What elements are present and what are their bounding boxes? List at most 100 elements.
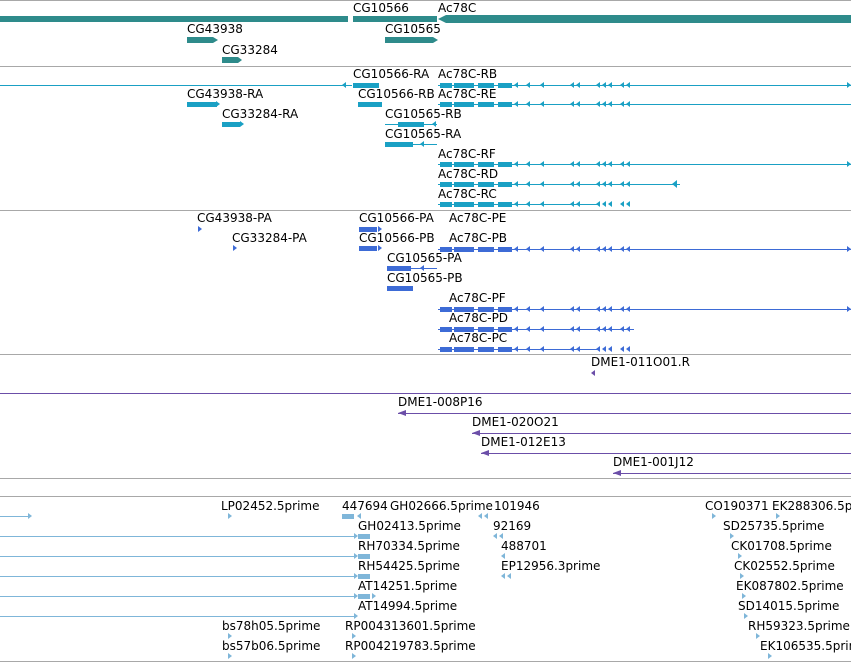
est-label[interactable]: 92169: [493, 519, 532, 533]
transcript-label[interactable]: Ac78C-RF: [438, 147, 496, 161]
est-label[interactable]: EP12956.3prime: [501, 559, 601, 573]
arrow-right-glyph: [847, 246, 851, 252]
protein-label[interactable]: Ac78C-PD: [449, 311, 509, 325]
arrow-left-glyph: [576, 161, 580, 167]
arrow-left-glyph: [432, 121, 436, 127]
est-label[interactable]: RH59323.5prime: [748, 619, 850, 633]
est-label[interactable]: AT14994.5prime: [358, 599, 458, 613]
est-label[interactable]: AT14251.5prime: [358, 579, 458, 593]
est-label[interactable]: EK106535.5prime: [760, 639, 851, 653]
transcript-label[interactable]: CG10566-RA: [353, 67, 430, 81]
est-label[interactable]: SD25735.5prime: [723, 519, 825, 533]
est-label[interactable]: RH70334.5prime: [358, 539, 460, 553]
exon-block: [478, 327, 494, 332]
gene-label[interactable]: CG10565: [385, 22, 441, 36]
est-label[interactable]: EK288306.5p: [772, 499, 851, 513]
est-label[interactable]: GH02413.5prime: [358, 519, 461, 533]
bac-clone-label[interactable]: DME1-012E13: [481, 435, 566, 449]
protein-label[interactable]: CG10566-PB: [359, 231, 435, 245]
arrow-left-glyph: [514, 201, 518, 207]
transcript-label[interactable]: Ac78C-RE: [438, 87, 497, 101]
gene-label[interactable]: Ac78C: [438, 1, 477, 15]
transcript-label[interactable]: CG10565-RB: [385, 107, 462, 121]
bac-clone-end: [613, 470, 621, 476]
est-label[interactable]: LP02452.5prime: [221, 499, 320, 513]
protein-label[interactable]: CG10565-PB: [387, 271, 463, 285]
est-label[interactable]: EK087802.5prime: [736, 579, 844, 593]
arrow-left-glyph: [602, 326, 606, 332]
exon-block: [440, 307, 452, 312]
arrow-left-glyph: [570, 346, 574, 352]
exon-block: [187, 102, 217, 107]
exon-block: [498, 182, 512, 187]
est-label[interactable]: 488701: [501, 539, 547, 553]
gene-label[interactable]: CG33284: [222, 43, 278, 57]
arrow-right-glyph: [742, 593, 746, 599]
exon-block: [358, 554, 370, 559]
est-label[interactable]: 101946: [494, 499, 540, 513]
est-label[interactable]: CO190371: [705, 499, 769, 513]
transcript-label[interactable]: CG10566-RB: [358, 87, 435, 101]
exon-block: [498, 202, 512, 207]
protein-label[interactable]: Ac78C-PF: [449, 291, 506, 305]
est-label[interactable]: RP004219783.5prime: [345, 639, 476, 653]
arrow-left-glyph: [420, 141, 424, 147]
gene-label[interactable]: CG10566: [353, 1, 409, 15]
protein-label[interactable]: CG10566-PA: [359, 211, 434, 225]
est-label[interactable]: bs57b06.5prime: [222, 639, 321, 653]
exon-block: [478, 182, 494, 187]
est-label[interactable]: GH02666.5prime: [390, 499, 493, 513]
est-label[interactable]: CK02552.5prime: [734, 559, 835, 573]
arrow-left-glyph: [576, 101, 580, 107]
protein-label[interactable]: Ac78C-PB: [449, 231, 508, 245]
arrow-left-glyph: [540, 246, 544, 252]
arrow-left-glyph: [514, 346, 518, 352]
arrow-right-glyph: [756, 633, 760, 639]
exon-block: [454, 327, 474, 332]
arrow-left-glyph: [596, 101, 600, 107]
arrow-right-glyph: [354, 613, 358, 619]
exon-block: [440, 182, 452, 187]
arrow-left-glyph: [602, 181, 606, 187]
arrow-left-glyph: [514, 161, 518, 167]
exon-block: [454, 83, 474, 88]
clone-label[interactable]: DME1-011O01.R: [591, 355, 690, 369]
exon-block: [454, 102, 474, 107]
arrow-left-glyph: [596, 161, 600, 167]
est-label[interactable]: RP004313601.5prime: [345, 619, 476, 633]
exon-block: [440, 83, 452, 88]
protein-label[interactable]: CG10565-PA: [387, 251, 462, 265]
exon-block: [498, 347, 512, 352]
bac-clone-label[interactable]: DME1-020O21: [472, 415, 559, 429]
est-label[interactable]: 447694: [342, 499, 388, 513]
protein-label[interactable]: CG43938-PA: [197, 211, 272, 225]
transcript-label[interactable]: CG33284-RA: [222, 107, 299, 121]
gene-bar: [353, 16, 437, 22]
est-label[interactable]: CK01708.5prime: [731, 539, 832, 553]
arrow-left-glyph: [526, 101, 530, 107]
bac-clone-end: [472, 430, 480, 436]
protein-label[interactable]: CG33284-PA: [232, 231, 307, 245]
protein-label[interactable]: Ac78C-PC: [449, 331, 508, 345]
exon-block: [498, 83, 512, 88]
transcript-label[interactable]: Ac78C-RB: [438, 67, 498, 81]
transcript-label[interactable]: Ac78C-RC: [438, 187, 497, 201]
arrow-left-glyph: [620, 161, 624, 167]
exon-block: [358, 102, 382, 107]
gene-label[interactable]: CG43938: [187, 22, 243, 36]
arrow-left-glyph: [620, 82, 624, 88]
arrow-left-glyph: [596, 181, 600, 187]
bac-clone-label[interactable]: DME1-001J12: [613, 455, 694, 469]
est-label[interactable]: RH54425.5prime: [358, 559, 460, 573]
est-label[interactable]: bs78h05.5prime: [222, 619, 321, 633]
bac-clone-label[interactable]: DME1-008P16: [398, 395, 483, 409]
transcript-label[interactable]: CG43938-RA: [187, 87, 264, 101]
transcript-label[interactable]: Ac78C-RD: [438, 167, 499, 181]
arrow-right-glyph: [378, 226, 382, 232]
arrow-left-glyph: [526, 201, 530, 207]
est-label[interactable]: SD14015.5prime: [738, 599, 840, 613]
transcript-label[interactable]: CG10565-RA: [385, 127, 462, 141]
protein-label[interactable]: Ac78C-PE: [449, 211, 507, 225]
